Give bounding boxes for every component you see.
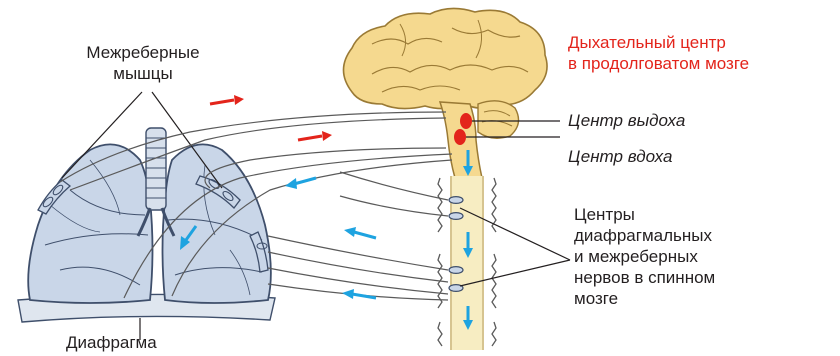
spinal-nerves [268,172,448,300]
intercostal-muscles-label: Межреберные мышцы [58,42,228,84]
spinal-centers-label-line3: и межреберных [574,246,715,267]
exhale-center-label: Центр выдоха [568,110,685,131]
afferent-arrow-left-3 [342,289,376,299]
spinal-centers-label-line5: мозге [574,288,715,309]
respiratory-center-label: Дыхательный центр в продолговатом мозге [568,32,749,74]
respiratory-center-label-line2: в продолговатом мозге [568,53,749,74]
right-lung [163,144,271,303]
exhale-center-dot [460,113,472,129]
intercostal-muscles-label-line2: мышцы [58,63,228,84]
respiratory-center-label-line1: Дыхательный центр [568,32,749,53]
spinal-centers-label-line2: диафрагмальных [574,225,715,246]
spinal-centers-label-line1: Центры [574,204,715,225]
diaphragm-label: Диафрагма [66,332,157,353]
inhale-center-dot [454,129,466,145]
inhale-center-label: Центр вдоха [568,146,672,167]
afferent-arrow-left-1 [285,178,316,189]
intercostal-muscles-label-line1: Межреберные [58,42,228,63]
efferent-arrow-2 [298,131,332,141]
brain [344,8,548,108]
cerebellum [478,101,519,138]
efferent-arrow-1 [210,95,244,105]
spinal-centers-label: Центры диафрагмальных и межреберных нерв… [574,204,715,309]
spinal-centers-label-line4: нервов в спинном [574,267,715,288]
afferent-arrow-left-2 [344,227,376,238]
